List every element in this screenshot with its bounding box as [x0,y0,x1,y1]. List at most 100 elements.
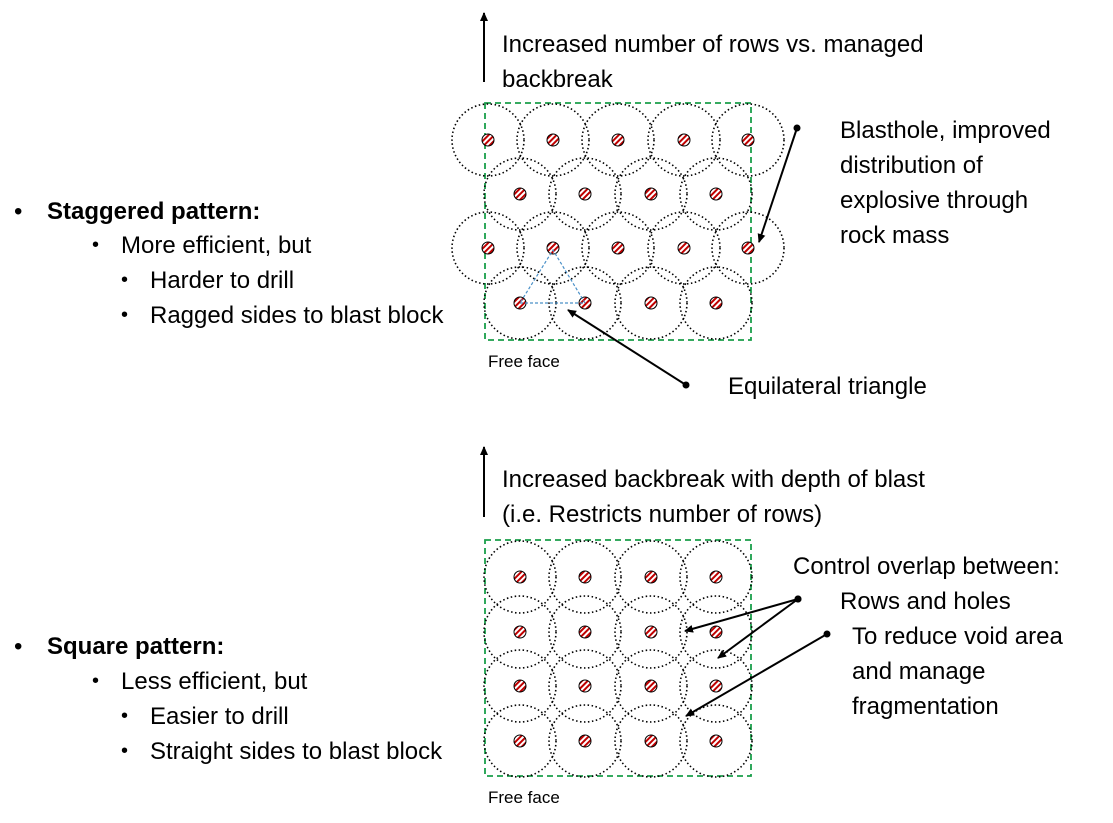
blasthole-dot [513,187,527,201]
void-arrow-dot [823,630,831,638]
influence-circle [451,211,525,285]
square-line-3: Straight sides to blast block [150,738,443,765]
influence-circle [711,211,785,285]
influence-circle [647,103,721,177]
blasthole-dot [546,241,560,255]
influence-circle [614,649,688,723]
blasthole-dot [578,187,592,201]
blasthole-dot [741,133,755,147]
influence-circle [614,704,688,778]
staggered-free-face: Free face [488,352,560,371]
influence-circle [548,704,622,778]
bullet-staggered-3: • [121,304,129,326]
control-text-3: To reduce void area [852,623,1063,650]
influence-circle [581,211,655,285]
blasthole-dot [644,187,658,201]
blasthole-dot [644,734,658,748]
staggered-line-3: Ragged sides to blast block [150,302,444,329]
blasthole-dot [578,734,592,748]
staggered-boundary [484,102,752,341]
blasthole-dot [578,625,592,639]
control-text-1: Control overlap between: [793,553,1060,580]
influence-circle [711,103,785,177]
bullet-staggered: • [14,198,23,225]
blasthole-dot [644,679,658,693]
triangle-arrow-dot [682,381,690,389]
blasthole-dot [611,241,625,255]
blasthole-dot [481,241,495,255]
blasthole-dot [644,625,658,639]
square-arrow-text-1: Increased backbreak with depth of blast [502,466,925,493]
bullet-square-1: • [92,670,100,692]
influence-circle [614,157,688,231]
bullet-square-3: • [121,740,129,762]
blasthole-dot [644,296,658,310]
influence-circle [548,595,622,669]
blasthole-arrow [757,127,798,243]
staggered-pattern-group [451,102,785,341]
blasthole-dot [578,570,592,584]
influence-circle [647,211,721,285]
blasthole-dot [481,133,495,147]
influence-circle [483,157,557,231]
influence-circle [548,540,622,614]
staggered-arrow-text-1: Increased number of rows vs. managed [502,31,924,58]
blasthole-text-3: explosive through [840,187,1029,214]
influence-circle [581,103,655,177]
influence-circle [679,704,753,778]
blasthole-dot [709,679,723,693]
staggered-line-1: More efficient, but [121,232,312,259]
blasthole-dot [677,133,691,147]
influence-circle [614,540,688,614]
square-line-1: Less efficient, but [121,668,308,695]
influence-circle [483,595,557,669]
blasthole-dot [611,133,625,147]
blasthole-arrow-dot [793,124,801,132]
blasthole-text-4: rock mass [840,222,950,249]
staggered-line-2: Harder to drill [150,267,295,294]
square-pattern-group [483,539,753,778]
blasthole-dot [578,679,592,693]
square-free-face: Free face [488,788,560,807]
triangle-label: Equilateral triangle [728,373,927,400]
equilateral-triangle [518,248,587,304]
influence-circle [679,266,753,340]
blasthole-dot [546,133,560,147]
blasthole-dot [513,570,527,584]
bullet-staggered-1: • [92,234,100,256]
bullet-square-2: • [121,705,129,727]
blasthole-dot [513,625,527,639]
influence-circle [516,103,590,177]
influence-circle [451,103,525,177]
blasthole-text-2: distribution of [840,152,983,179]
staggered-arrow-text-2: backbreak [502,66,613,93]
staggered-heading: Staggered pattern: [47,198,261,225]
influence-circle [548,649,622,723]
influence-circle [548,266,622,340]
influence-circle [483,704,557,778]
influence-circle [483,540,557,614]
control-text-2: Rows and holes [840,588,1011,615]
blasthole-dot [709,734,723,748]
control-text-4: and manage [852,658,986,685]
influence-circle [483,649,557,723]
void-arrow [685,633,828,717]
blasthole-text-1: Blasthole, improved [840,117,1051,144]
blasthole-dot [709,187,723,201]
square-heading: Square pattern: [47,633,225,660]
influence-circle [516,211,590,285]
influence-circle [548,157,622,231]
rows-arrow-2-dot [794,595,802,603]
blasthole-dot [709,296,723,310]
blasthole-dot [677,241,691,255]
square-arrow-text-2: (i.e. Restricts number of rows) [502,501,823,528]
blasthole-dot [513,734,527,748]
influence-circle [679,649,753,723]
bullet-square: • [14,633,23,660]
influence-circle [679,540,753,614]
annotation-arrows [480,12,831,717]
bullet-staggered-2: • [121,269,129,291]
blasthole-dot [709,570,723,584]
influence-circle [614,266,688,340]
